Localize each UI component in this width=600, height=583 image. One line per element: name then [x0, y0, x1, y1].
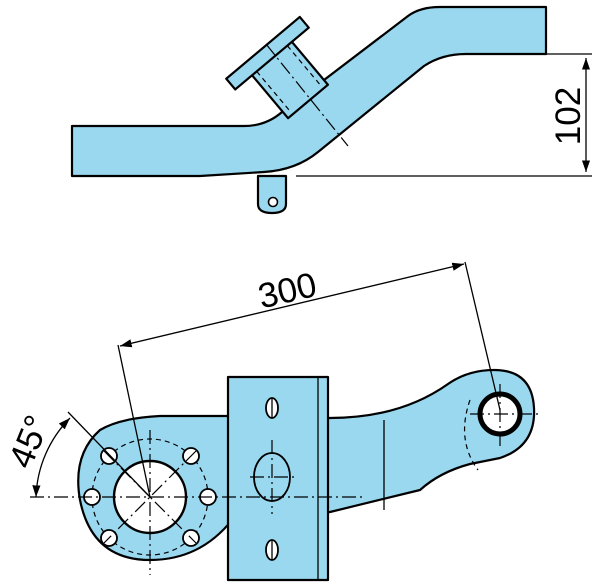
distance-dimension-line	[119, 262, 465, 348]
lug-hole-icon	[267, 196, 279, 208]
distance-dimension-label: 300	[255, 265, 321, 316]
lug	[256, 174, 288, 215]
plan-view: 300 45°	[1, 261, 542, 582]
side-view: 102	[70, 5, 592, 215]
hub-centerline	[265, 43, 349, 147]
height-dimension-label: 102	[549, 87, 588, 145]
hub-flange	[225, 15, 310, 91]
angle-dimension-label: 45°	[1, 410, 57, 474]
angle-dimension-arc	[32, 417, 71, 498]
